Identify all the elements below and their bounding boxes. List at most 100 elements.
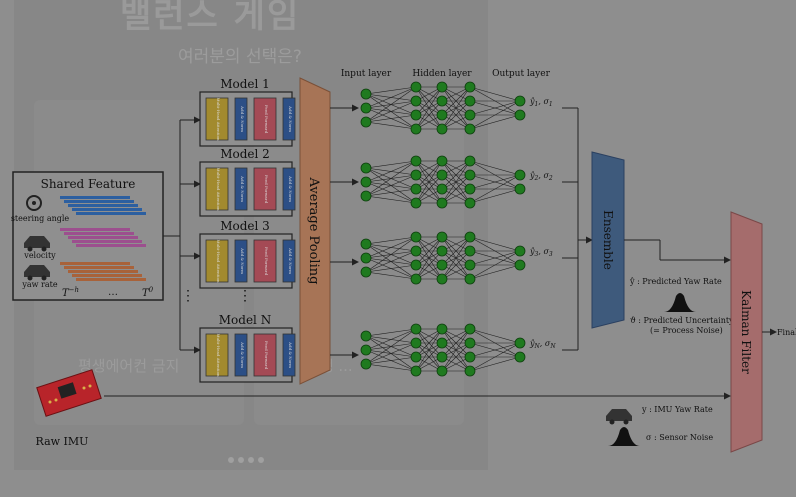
model-block-label: Feed Forward bbox=[264, 175, 269, 204]
imu-yaw-rate-label: y : IMU Yaw Rate bbox=[641, 405, 713, 414]
shared-feature-box: Shared Feature steering angle velocity y… bbox=[11, 171, 164, 301]
network-node bbox=[410, 365, 422, 377]
network-node bbox=[436, 231, 448, 243]
network-node bbox=[464, 245, 476, 257]
output-label-1: ŷ1, σ1 bbox=[529, 97, 553, 108]
average-pooling-panel: Average Pooling bbox=[299, 77, 331, 385]
network-node bbox=[514, 95, 526, 107]
model-block-label: Multi-Head Attention bbox=[216, 239, 221, 283]
network-node bbox=[514, 259, 526, 271]
model-block bbox=[234, 167, 248, 211]
output-connectors bbox=[562, 107, 593, 351]
model-block bbox=[253, 97, 277, 141]
network-node bbox=[464, 95, 476, 107]
model-connectors bbox=[163, 116, 201, 354]
pool-connectors bbox=[330, 104, 359, 359]
network-node bbox=[436, 245, 448, 257]
network-node bbox=[410, 123, 422, 135]
background-subtitle: 여러분의 선택은? bbox=[178, 47, 302, 67]
sequence-bars-velocity bbox=[60, 228, 146, 247]
network-node bbox=[360, 116, 372, 128]
network-node bbox=[360, 330, 372, 342]
input-layer-label: Input layer bbox=[341, 69, 392, 79]
model-block-label: Feed Forward bbox=[264, 105, 269, 134]
car-yaw-icon bbox=[24, 265, 50, 281]
model-block bbox=[205, 239, 229, 283]
network-node bbox=[410, 109, 422, 121]
network-node bbox=[410, 231, 422, 243]
model-title: Model N bbox=[219, 313, 271, 327]
distribution-icon-process bbox=[664, 293, 696, 312]
output-label-3: ŷ3, σ3 bbox=[529, 247, 553, 258]
network-node bbox=[436, 351, 448, 363]
ensemble-label: Ensemble bbox=[601, 210, 615, 270]
model-block bbox=[205, 97, 229, 141]
background-card-left-label: 평생에어컨 금지 bbox=[78, 357, 180, 375]
network-node bbox=[410, 245, 422, 257]
network-node bbox=[464, 337, 476, 349]
model-block-label: Add & Norm bbox=[240, 247, 245, 274]
network-node bbox=[360, 358, 372, 370]
network-node bbox=[436, 95, 448, 107]
network-node bbox=[464, 183, 476, 195]
network-node bbox=[464, 169, 476, 181]
neural-networks bbox=[360, 81, 526, 377]
network-node bbox=[436, 197, 448, 209]
input-label-yaw-rate: yaw rate bbox=[21, 280, 57, 289]
network-node bbox=[514, 351, 526, 363]
imu-board-icon bbox=[36, 369, 102, 417]
network-node bbox=[410, 169, 422, 181]
network-node bbox=[436, 169, 448, 181]
distribution-icon-sensor bbox=[608, 427, 640, 446]
raw-imu-label: Raw IMU bbox=[36, 435, 89, 448]
predicted-yaw-rate-label: ŷ : Predicted Yaw Rate bbox=[629, 277, 722, 286]
model-block bbox=[234, 97, 248, 141]
network-node bbox=[436, 273, 448, 285]
network-node bbox=[464, 351, 476, 363]
network-node bbox=[410, 351, 422, 363]
hidden-layer-label: Hidden layer bbox=[412, 69, 472, 79]
network-node bbox=[360, 190, 372, 202]
network-node bbox=[514, 183, 526, 195]
model-block-label: Feed Forward bbox=[264, 341, 269, 370]
network-node bbox=[436, 109, 448, 121]
model-title: Model 1 bbox=[220, 77, 270, 91]
network-node bbox=[410, 197, 422, 209]
model-block-label: Add & Norm bbox=[240, 341, 245, 368]
neural-network-3 bbox=[360, 231, 526, 285]
network-node bbox=[410, 259, 422, 271]
network-node bbox=[410, 323, 422, 335]
model-block bbox=[253, 239, 277, 283]
network-node bbox=[464, 109, 476, 121]
network-node bbox=[514, 169, 526, 181]
time-ellipsis: … bbox=[108, 287, 118, 298]
carousel-dots[interactable] bbox=[228, 448, 268, 467]
model-block-label: Multi-Head Attention bbox=[216, 97, 221, 141]
model-block-label: Add & Norm bbox=[240, 105, 245, 132]
steering-wheel-icon bbox=[26, 195, 42, 211]
network-node bbox=[436, 81, 448, 93]
shared-feature-title: Shared Feature bbox=[41, 177, 136, 191]
network-node bbox=[410, 183, 422, 195]
network-node bbox=[360, 266, 372, 278]
network-node bbox=[514, 245, 526, 257]
network-node bbox=[410, 337, 422, 349]
network-node bbox=[360, 102, 372, 114]
network-node bbox=[464, 81, 476, 93]
network-node bbox=[464, 231, 476, 243]
network-node bbox=[410, 273, 422, 285]
network-node bbox=[410, 155, 422, 167]
network-node bbox=[436, 155, 448, 167]
model-box-1: Model 1 Multi-Head Attention Add & Norm Fee… bbox=[199, 77, 296, 147]
model-block-label: Add & Norm bbox=[288, 247, 293, 274]
model-block bbox=[205, 167, 229, 211]
model-block bbox=[282, 167, 296, 211]
final-label: Final bbox=[777, 328, 796, 337]
model-block-label: Add & Norm bbox=[240, 175, 245, 202]
car-icon-imu bbox=[606, 409, 632, 425]
network-node bbox=[514, 109, 526, 121]
